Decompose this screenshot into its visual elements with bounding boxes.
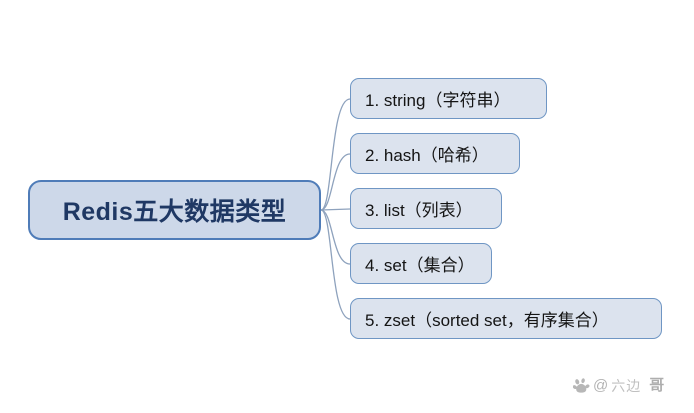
branch-node-list[interactable]: 3. list（列表） <box>350 188 502 229</box>
connector-to-branch-4 <box>320 209 351 265</box>
branch-node-label: 2. hash（哈希） <box>365 146 489 165</box>
root-node[interactable]: Redis五大数据类型 <box>28 180 321 240</box>
branch-node-string[interactable]: 1. string（字符串） <box>350 78 547 119</box>
baidu-paw-icon <box>573 378 590 393</box>
branch-node-set[interactable]: 4. set（集合） <box>350 243 492 284</box>
branch-node-hash[interactable]: 2. hash（哈希） <box>350 133 520 174</box>
branch-node-zset[interactable]: 5. zset（sorted set，有序集合） <box>350 298 662 339</box>
watermark-at-symbol: @ <box>593 377 609 394</box>
branch-node-label: 5. zset（sorted set，有序集合） <box>365 311 609 330</box>
root-node-label: Redis五大数据类型 <box>62 198 287 226</box>
connector-to-branch-3 <box>320 208 351 211</box>
connector-to-branch-2 <box>320 153 351 211</box>
branch-node-label: 3. list（列表） <box>365 201 473 220</box>
branch-node-label: 1. string（字符串） <box>365 91 511 110</box>
watermark-username: 六边 <box>611 377 642 394</box>
watermark: @ 六边 哥 <box>573 377 664 394</box>
watermark-suffix: 哥 <box>649 377 665 394</box>
connector-to-branch-5 <box>320 209 351 320</box>
connector-to-branch-1 <box>320 98 351 211</box>
branch-node-label: 4. set（集合） <box>365 256 475 275</box>
